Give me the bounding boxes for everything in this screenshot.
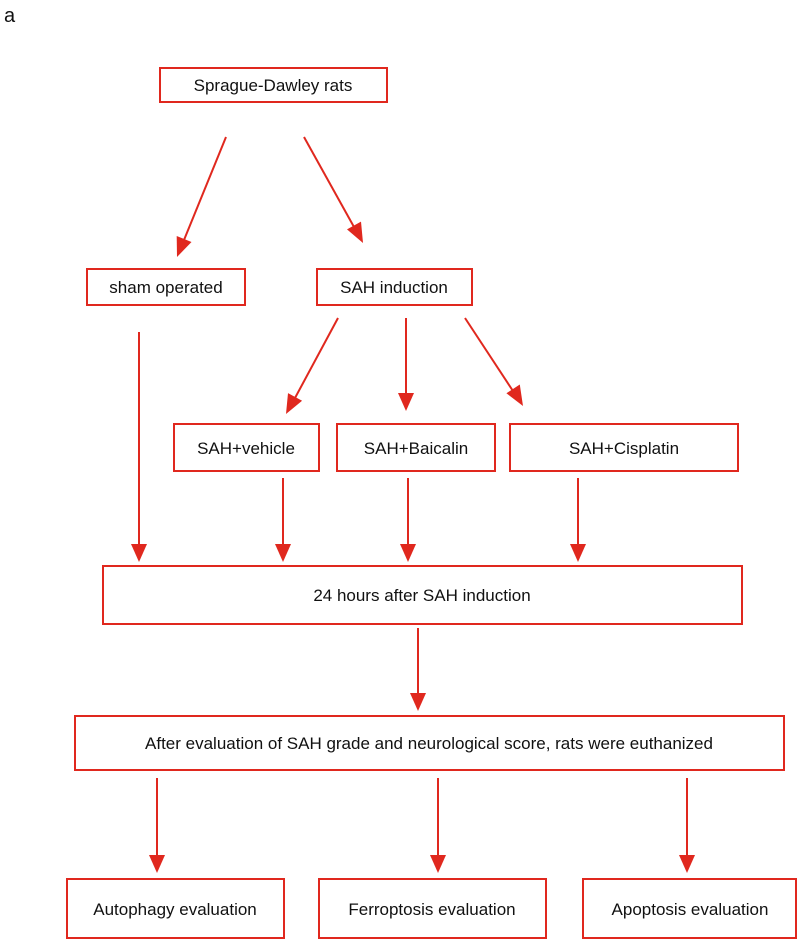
node-24-hours-label: 24 hours after SAH induction bbox=[313, 586, 530, 605]
node-vehicle-label: SAH+vehicle bbox=[197, 439, 295, 458]
arrow-evaluation-to-autophagy bbox=[149, 778, 165, 873]
node-cisplatin: SAH+Cisplatin bbox=[509, 423, 739, 472]
panel-label: a bbox=[4, 5, 16, 27]
node-cisplatin-label: SAH+Cisplatin bbox=[569, 439, 679, 458]
node-baicalin-label: SAH+Baicalin bbox=[364, 439, 468, 458]
node-sham: sham operated bbox=[86, 268, 246, 306]
arrow-rats-to-sah-induction bbox=[303, 136, 363, 243]
node-autophagy: Autophagy evaluation bbox=[66, 878, 285, 939]
node-apoptosis: Apoptosis evaluation bbox=[582, 878, 797, 939]
arrow-sah-to-vehicle bbox=[286, 317, 339, 414]
arrow-vehicle-to-24-hours bbox=[275, 478, 291, 562]
node-ferroptosis: Ferroptosis evaluation bbox=[318, 878, 547, 939]
node-baicalin: SAH+Baicalin bbox=[336, 423, 496, 472]
node-apoptosis-label: Apoptosis evaluation bbox=[612, 900, 769, 919]
node-ferroptosis-label: Ferroptosis evaluation bbox=[348, 900, 515, 919]
arrow-24-hours-to-evaluation bbox=[410, 628, 426, 711]
arrow-sham-to-24-hours bbox=[131, 332, 147, 562]
node-rats: Sprague-Dawley rats bbox=[159, 67, 388, 103]
arrow-baicalin-to-24-hours bbox=[400, 478, 416, 562]
arrow-rats-to-sham bbox=[176, 136, 227, 257]
arrow-evaluation-to-ferroptosis bbox=[430, 778, 446, 873]
node-sah-induction-label: SAH induction bbox=[340, 278, 448, 297]
arrow-sah-to-baicalin bbox=[398, 318, 414, 411]
arrow-cisplatin-to-24-hours bbox=[570, 478, 586, 562]
node-evaluation: After evaluation of SAH grade and neurol… bbox=[74, 715, 785, 771]
node-autophagy-label: Autophagy evaluation bbox=[93, 900, 257, 919]
node-vehicle: SAH+vehicle bbox=[173, 423, 320, 472]
node-sah-induction: SAH induction bbox=[316, 268, 473, 306]
node-24-hours: 24 hours after SAH induction bbox=[102, 565, 743, 625]
arrow-sah-to-cisplatin bbox=[464, 317, 523, 406]
node-rats-label: Sprague-Dawley rats bbox=[194, 76, 353, 95]
node-evaluation-label: After evaluation of SAH grade and neurol… bbox=[145, 734, 713, 753]
arrow-evaluation-to-apoptosis bbox=[679, 778, 695, 873]
node-sham-label: sham operated bbox=[109, 278, 222, 297]
